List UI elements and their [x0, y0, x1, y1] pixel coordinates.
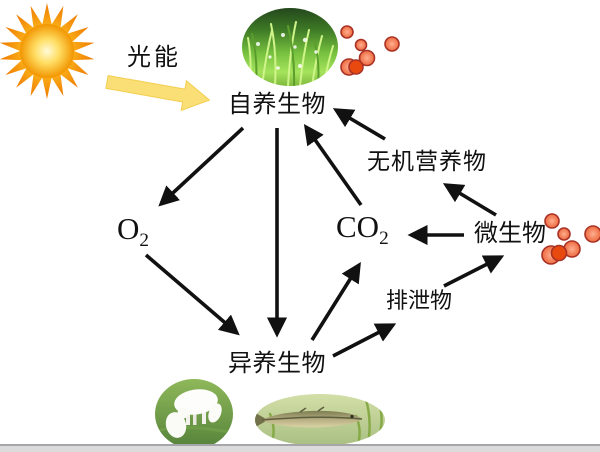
microbes-label: 微生物	[474, 221, 546, 247]
o2-subscript: 2	[139, 230, 149, 252]
window-bottom-edge	[0, 444, 600, 452]
grass-photo	[242, 8, 338, 86]
fish-photo	[255, 394, 385, 446]
arrow-microbes-to-inorganic	[442, 183, 497, 217]
co2-subscript: 2	[379, 228, 389, 250]
light-energy-label: 光能	[127, 45, 181, 71]
microbe-cluster-right	[541, 213, 600, 265]
co2-base: CO	[336, 209, 380, 244]
heterotroph-label: 异养生物	[228, 351, 326, 377]
arrow-co2-to-autotroph	[303, 124, 363, 207]
arrow-o2-to-heterotroph	[144, 253, 240, 336]
co2-label: CO2	[336, 211, 389, 248]
arrow-excreta-to-microbes	[443, 255, 505, 288]
sun-icon	[0, 3, 95, 99]
microbe-cluster-top	[340, 25, 400, 76]
inorganic-nutrients-label: 无机营养物	[367, 149, 487, 174]
arrow-autotroph-to-o2	[158, 126, 245, 207]
o2-base: O	[117, 211, 140, 246]
autotroph-label: 自养生物	[228, 92, 326, 118]
arrow-heterotroph-to-co2	[310, 261, 361, 341]
excreta-label: 排泄物	[386, 288, 453, 313]
goat-photo	[155, 379, 233, 449]
arrow-inorganic-to-autotroph	[332, 108, 386, 141]
flow-arrows	[144, 108, 505, 358]
light-energy-arrow	[105, 75, 211, 112]
o2-label: O2	[117, 213, 149, 250]
arrow-heterotroph-to-excreta	[332, 323, 397, 358]
